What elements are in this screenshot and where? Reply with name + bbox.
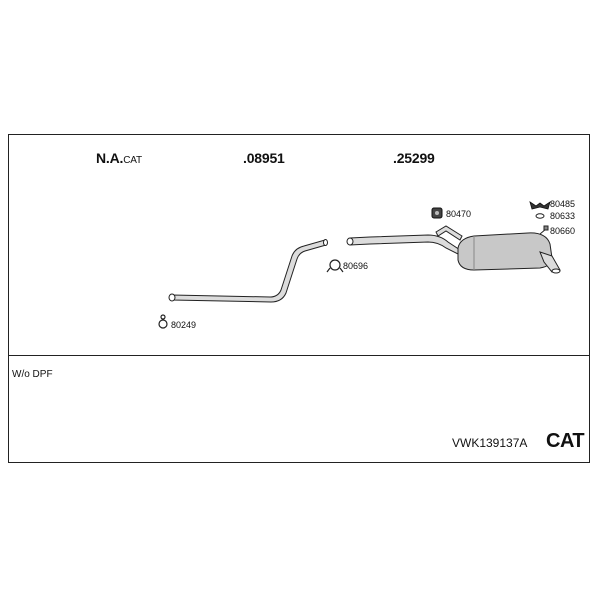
- gasket-ring-icon: [535, 213, 545, 219]
- part-label-80660: 80660: [550, 226, 576, 236]
- rubber-mount-icon: [431, 207, 443, 219]
- part-label-80485: 80485: [550, 199, 576, 209]
- kit-code: VWK139137A: [452, 436, 528, 450]
- part-label-80633: 80633: [550, 211, 576, 221]
- hanger-bracket-icon: [529, 201, 551, 210]
- part-label-80470: 80470: [446, 209, 472, 219]
- front-pipe: [168, 239, 328, 303]
- clamp-ring-icon: [158, 314, 168, 329]
- code-rear-muffler: .25299: [393, 150, 435, 166]
- rear-muffler: [457, 232, 561, 274]
- code-front-pipe: .08951: [243, 150, 285, 166]
- diagram-frame: [8, 134, 590, 463]
- bolt-icon: [539, 225, 549, 235]
- part-label-80696: 80696: [343, 261, 369, 271]
- dpf-note: W/o DPF: [12, 369, 53, 380]
- na-cat-label: N.A.CAT: [96, 150, 142, 166]
- part-label-80249: 80249: [171, 320, 197, 330]
- section-divider: [8, 355, 590, 356]
- cat-badge: CAT: [546, 430, 585, 452]
- na-prefix: N.A.: [96, 150, 124, 166]
- clamp-icon: [326, 259, 344, 273]
- rear-pipe: [346, 225, 463, 257]
- na-suffix: CAT: [123, 155, 142, 166]
